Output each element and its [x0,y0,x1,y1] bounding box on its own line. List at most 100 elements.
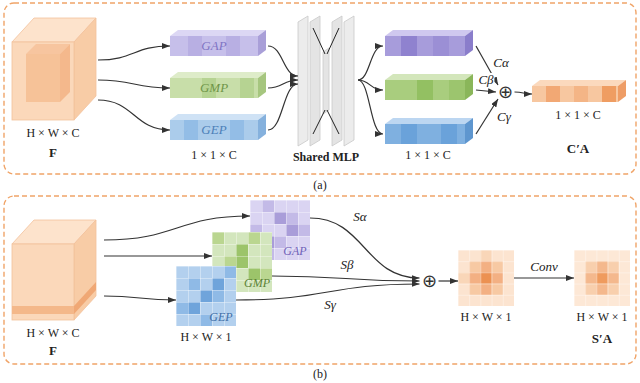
pooling-bar [258,72,266,98]
pooling-bar [170,114,266,120]
attention-vector: 1 × 1 × C C′A [526,80,630,160]
node-text: GAP [283,244,306,258]
flow-arrow [98,100,170,130]
flow-arrow [358,80,383,134]
pooling-bar: GEP [170,120,258,140]
channel-attention-bar [546,86,560,102]
channel-attention-bar [532,80,626,102]
weighted-bar [417,80,433,100]
node-text: ⊕ [422,272,437,290]
flow-arrow [268,80,298,88]
panel-frame [4,196,636,364]
mlp-slabs [298,16,354,146]
spatial-attention-map [574,250,630,306]
mlp-slabs [310,16,320,146]
pooling-bar [184,120,198,140]
pooling-bar: GAP [170,36,258,56]
flow-arrow [272,276,420,281]
feature-cube [12,306,74,314]
input-tensor: H × W × CF [8,14,104,162]
pooling-bar [230,120,244,140]
fused-map [458,250,514,306]
node-text: GEP [209,310,232,324]
node-text: GMP [200,81,228,95]
flow-arrow [104,216,250,240]
dimension-label: 1 × 1 × C [404,148,452,162]
node-text: H × W × C [26,326,79,340]
flow-arrow [358,46,383,134]
pooling-map: GMP [212,232,272,292]
pooling-bar: GMP [170,78,258,98]
mlp-slabs [313,28,339,134]
fused-map: H × W × 1 [452,248,520,340]
mlp-slabs [323,48,329,114]
panel-frame [4,3,636,174]
mlp-block: Shared MLP [286,14,366,166]
feature-cube [74,282,96,314]
weighted-bar [465,118,473,144]
dimension-label: 1 × 1 × C [190,148,238,162]
weighted-bar [385,124,465,144]
node-text: GEP [201,123,226,137]
weighted-bar [401,36,417,56]
flow-arrow [439,280,459,281]
pooling-bar [188,36,202,56]
node-text: H × W × 1 [460,310,511,324]
flow-arrow [515,92,533,94]
node-text: GAP [201,39,226,53]
node-text: H × W × 1 [576,310,627,324]
feature-cube [12,244,74,320]
dimension-label: H × W × 1 [179,330,232,344]
fused-map [458,250,514,306]
weighted-bar [465,74,473,100]
mlp-slabs [332,16,342,146]
input-tensor: H × W × C F [8,216,104,362]
edge-label: Sβ [340,258,355,272]
channel-attention-bar [602,86,616,102]
pooling-map: GAP [250,200,310,260]
flow-arrow [310,218,420,278]
weighted-bar [385,80,465,100]
weighted-bar [385,30,473,36]
sum-operator: ⊕ [420,272,439,290]
feature-cube [74,220,96,320]
channel-attention-bar [532,80,626,86]
node-text: F [49,146,57,160]
pooling-bar [170,72,266,98]
node-text: S′A [592,332,612,346]
weighted-bar [449,80,465,100]
pooling-bar [170,30,266,56]
node-text: GMP [244,276,270,290]
weight-label: Cγ [496,110,512,124]
node-text: Shared MLP [293,150,359,164]
panel-caption: (a) [312,178,327,192]
flow-arrow [98,46,170,60]
channel-attention-bar [574,86,588,102]
channel-attention-bar [618,80,626,102]
spatial-attention-map [574,250,630,306]
pooling-bar [170,114,266,140]
weighted-bar [385,118,473,144]
flow-arrow [476,90,496,92]
node-text: F [49,344,57,358]
node-text: 1 × 1 × C [555,108,601,122]
flow-arrow [358,46,383,80]
pooling-map [176,266,236,326]
feature-cube [12,220,96,320]
weighted-bar [385,30,473,56]
weighted-bar [401,124,417,144]
spatial-attention-map [574,250,630,306]
weighted-bar [385,36,465,56]
weighted-bar [385,118,473,124]
weight-label: Cβ [477,73,494,87]
weight-label: Cα [492,56,510,70]
node-text: C′A [567,142,589,156]
feature-cube [12,18,96,120]
weighted-bar [385,74,473,100]
pooling-bar [170,120,258,140]
weighted-bar [433,36,449,56]
pooling-bar [258,114,266,140]
channel-attention-bar [532,86,618,102]
weighted-bar [465,30,473,56]
